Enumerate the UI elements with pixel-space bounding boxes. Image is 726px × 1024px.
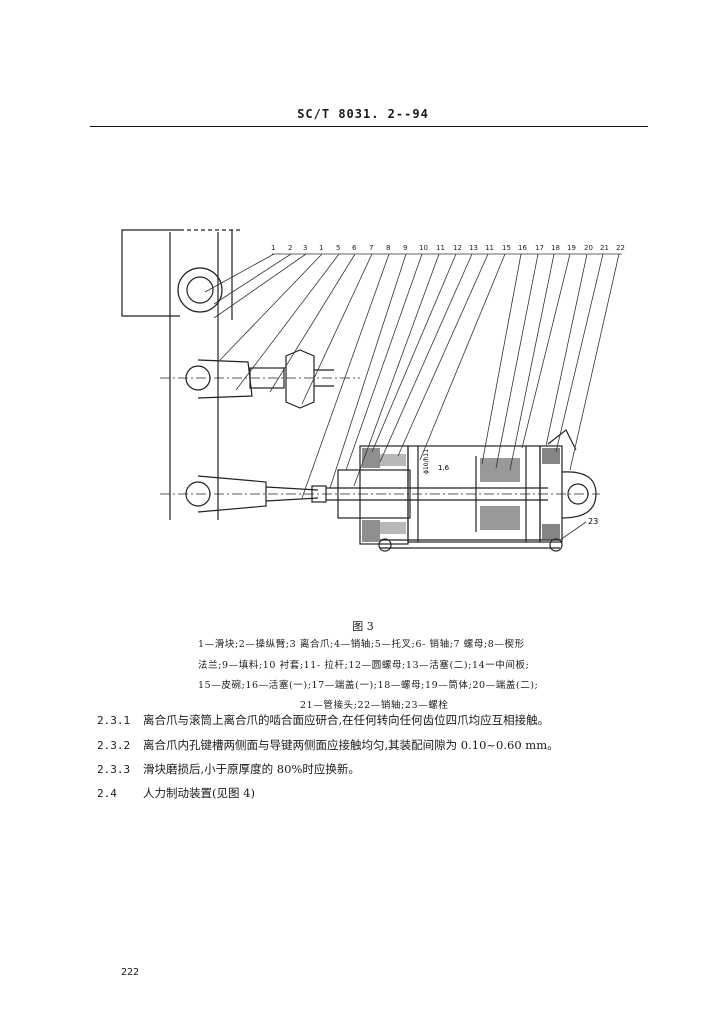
clause-2-3-1: 2.3.1 离合爪与滚筒上离合爪的啮合面应研合,在任何转向任何齿位四爪均应互相接触… [97, 712, 549, 728]
part-number-label: 5 [336, 244, 340, 252]
leader-line [509, 253, 555, 471]
leader-line [213, 253, 292, 305]
leader-line [269, 253, 356, 393]
clause-number: 2.4 [97, 787, 117, 800]
part-number-label: 10 [419, 244, 428, 252]
leader-line [397, 253, 489, 457]
leader-line [219, 253, 323, 361]
part-number-label: 9 [403, 244, 407, 252]
part-number-label: 7 [369, 244, 373, 252]
figure-caption: 图 3 [352, 620, 374, 633]
legend-line-4: 21—管接头;22—销轴;23—螺栓 [300, 700, 449, 711]
part-number-label: 1 [271, 244, 275, 252]
roughness-mark: 1.6 [438, 464, 450, 472]
leader-line [301, 253, 373, 405]
part-number-label: 19 [567, 244, 576, 252]
clause-text: 离合爪与滚筒上离合爪的啮合面应研合,在任何转向任何齿位四爪均应互相接触。 [143, 713, 550, 727]
fit-tolerance-mark: ϕ10/h11 [423, 449, 430, 474]
part-number-label: 3 [303, 244, 307, 252]
clause-2-3-3: 2.3.3 滑块磨损后,小于原厚度的 80%时应换新。 [97, 761, 360, 777]
leader-line [419, 253, 506, 461]
leader-line [213, 253, 307, 319]
clause-text: 人力制动装置(见图 4) [143, 786, 255, 800]
leader-line [545, 253, 588, 447]
part-number-label: 21 [600, 244, 609, 252]
callout-23-label: 23 [588, 517, 598, 526]
part-number-label: 20 [584, 244, 593, 252]
clause-text: 滑块磨损后,小于原厚度的 80%时应换新。 [143, 762, 360, 776]
clause-2-4: 2.4 人力制动装置(见图 4) [97, 785, 255, 801]
legend-line-3: 15—皮碗;16—活塞(一);17—端盖(一);18—螺母;19—筒体;20—端… [198, 680, 539, 691]
page-number: 222 [121, 967, 140, 978]
clause-number: 2.3.2 [97, 739, 131, 752]
part-number-label: 16 [518, 244, 527, 252]
part-number-label: 1 [319, 244, 323, 252]
leader-line [555, 253, 604, 453]
leader-line [569, 253, 620, 471]
leader-lines [204, 253, 620, 541]
part-number-label: 2 [288, 244, 292, 252]
part-number-label: 15 [502, 244, 511, 252]
drawing-hatching [362, 448, 560, 542]
leader-line [235, 253, 340, 391]
drawing-geometry [121, 229, 600, 552]
leader-line [481, 253, 522, 465]
legend-line-2: 法兰;9—填料;10 衬套;11- 拉杆;12—圆螺母;13—活塞(二);14一… [198, 660, 530, 671]
clause-number: 2.3.1 [97, 714, 131, 727]
clause-text: 离合爪内孔键槽两侧面与导键两侧面应接触均匀,其装配间隙为 0.10~0.60 m… [143, 738, 559, 752]
leader-line [329, 253, 407, 489]
leader-line [301, 253, 390, 499]
clause-number: 2.3.3 [97, 763, 131, 776]
leader-line [495, 253, 539, 469]
part-number-label: 18 [551, 244, 560, 252]
part-number-label: 12 [453, 244, 462, 252]
leader-line [353, 253, 440, 487]
part-number-label: 11 [436, 244, 445, 252]
part-number-label: 13 [469, 244, 478, 252]
part-number-label: 17 [535, 244, 544, 252]
part-number-label: 22 [616, 244, 625, 252]
standard-code-header: SC/T 8031. 2--94 [297, 107, 429, 121]
part-number-label: 11 [485, 244, 494, 252]
leader-line [379, 253, 473, 463]
leader-line [371, 253, 457, 453]
part-number-label: 8 [386, 244, 390, 252]
leader-line-23 [559, 521, 587, 541]
leader-line [204, 253, 275, 293]
part-number-label: 6 [352, 244, 357, 252]
clause-2-3-2: 2.3.2 离合爪内孔键槽两侧面与导键两侧面应接触均匀,其装配间隙为 0.10~0… [97, 737, 559, 753]
leader-line [521, 253, 571, 449]
legend-line-1: 1—滑块;2—操纵臂;3 离合爪;4—销轴;5—托叉;6- 销轴;7 螺母;8—… [198, 639, 525, 650]
header-rule [90, 126, 648, 127]
leader-line [345, 253, 423, 471]
